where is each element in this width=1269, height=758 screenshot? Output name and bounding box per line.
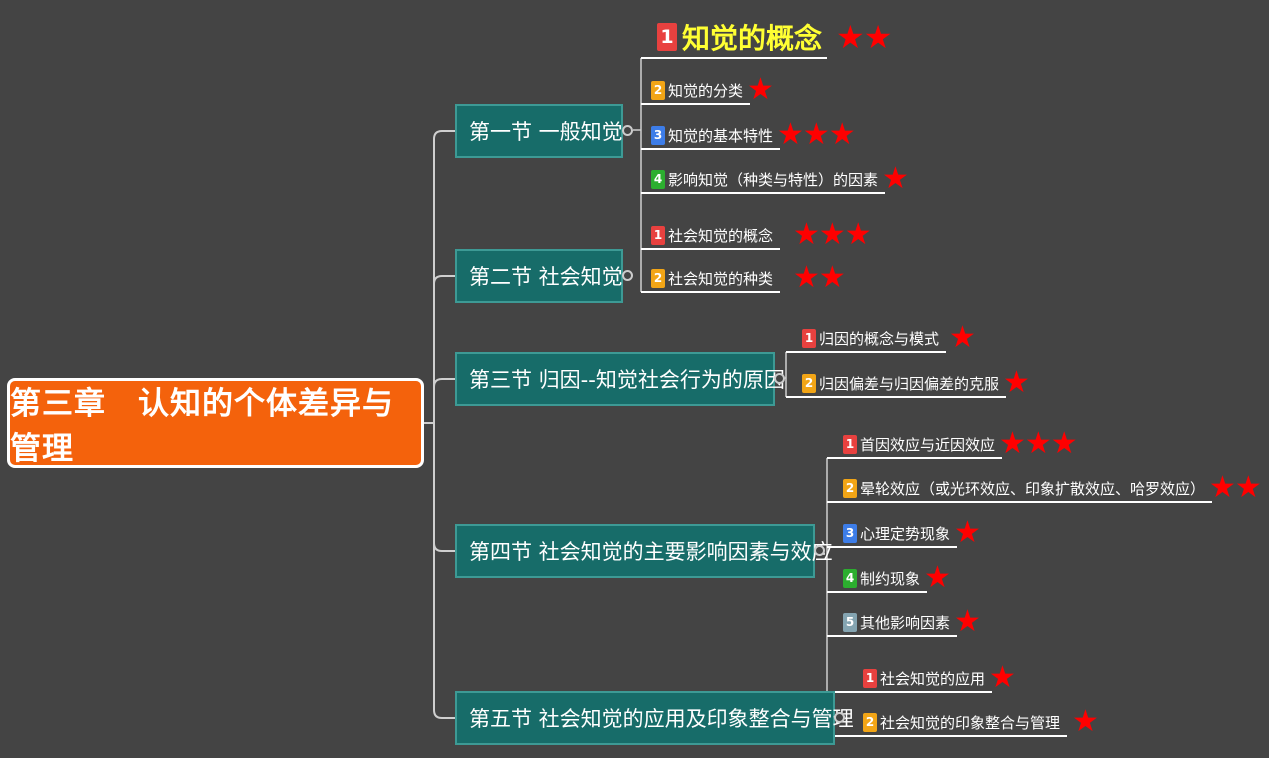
section-title: 第五节 社会知觉的应用及印象整合与管理: [469, 707, 854, 731]
collapse-toggle-icon[interactable]: [622, 125, 633, 136]
subtopic[interactable]: 5 其他影响因素 ★: [843, 604, 981, 639]
subtopic-label: 知觉的概念: [682, 22, 823, 55]
priority-badge: 2: [651, 80, 665, 100]
priority-badge: 2: [843, 478, 857, 498]
collapse-toggle-icon[interactable]: [814, 545, 825, 556]
collapse-toggle-icon[interactable]: [774, 373, 785, 384]
subtopic-label: 社会知觉的概念: [668, 226, 774, 245]
priority-badge: 2: [651, 268, 665, 288]
subtopic-label: 其他影响因素: [860, 613, 951, 632]
star-rating-icon: ★: [1003, 365, 1030, 400]
subtopic[interactable]: 1 社会知觉的应用 ★: [863, 660, 1016, 695]
subtopic-label: 影响知觉（种类与特性）的因素: [668, 170, 879, 189]
star-rating-icon: ★★★: [999, 426, 1078, 461]
subtopic-label: 归因偏差与归因偏差的克服: [819, 374, 1000, 393]
priority-badge: 4: [651, 169, 665, 189]
connector-line: [433, 423, 455, 552]
priority-badge: 1: [651, 225, 665, 245]
subtopic[interactable]: 1 知觉的概念 ★★: [657, 18, 892, 56]
connector-line: [433, 423, 455, 719]
subtopic-label: 晕轮效应（或光环效应、印象扩散效应、哈罗效应）: [860, 479, 1206, 498]
star-rating-icon: ★★: [1209, 470, 1262, 505]
section-title: 第一节 一般知觉: [469, 120, 623, 144]
star-rating-icon: ★: [989, 660, 1016, 695]
connector-line: [433, 378, 455, 423]
section-title: 第四节 社会知觉的主要影响因素与效应: [469, 540, 833, 564]
subtopic-label: 制约现象: [860, 569, 921, 588]
priority-badge: 2: [863, 712, 877, 732]
subtopic-label: 首因效应与近因效应: [860, 435, 996, 454]
subtopic[interactable]: 3 心理定势现象 ★: [843, 515, 981, 550]
priority-badge: 3: [651, 125, 665, 145]
section-4-topic[interactable]: 第四节 社会知觉的主要影响因素与效应: [455, 524, 833, 578]
star-rating-icon: ★: [954, 604, 981, 639]
section-title: 第二节 社会知觉: [469, 265, 623, 289]
section-title: 第三节 归因--知觉社会行为的原因: [469, 368, 785, 392]
connector-line: [433, 275, 455, 423]
priority-badge: 1: [802, 328, 816, 348]
subtopic[interactable]: 2 社会知觉的印象整合与管理 ★: [863, 704, 1099, 739]
star-rating-icon: ★: [954, 515, 981, 550]
priority-badge: 1: [863, 668, 877, 688]
section-1-topic[interactable]: 第一节 一般知觉: [455, 104, 623, 158]
priority-badge: 3: [843, 523, 857, 543]
priority-badge: 2: [802, 373, 816, 393]
connector-line: [433, 130, 455, 423]
priority-badge: 4: [843, 568, 857, 588]
subtopic-label: 知觉的基本特性: [668, 126, 774, 145]
star-rating-icon: ★★: [836, 18, 892, 56]
star-rating-icon: ★: [1072, 704, 1099, 739]
subtopic[interactable]: 2 归因偏差与归因偏差的克服 ★: [802, 365, 1030, 400]
subtopic-label: 社会知觉的印象整合与管理: [880, 713, 1061, 732]
subtopic[interactable]: 4 影响知觉（种类与特性）的因素 ★: [651, 161, 909, 196]
subtopic-label: 知觉的分类: [668, 81, 744, 100]
subtopic-label: 社会知觉的种类: [668, 269, 774, 288]
root-topic[interactable]: 第三章 认知的个体差异与管理: [7, 378, 424, 468]
star-rating-icon: ★★★: [793, 217, 872, 252]
collapse-toggle-icon[interactable]: [834, 712, 845, 723]
priority-badge: 5: [843, 612, 857, 632]
subtopic[interactable]: 1 归因的概念与模式 ★: [802, 320, 976, 355]
star-rating-icon: ★: [924, 560, 951, 595]
section-2-topic[interactable]: 第二节 社会知觉: [455, 249, 623, 303]
subtopic[interactable]: 1 首因效应与近因效应 ★★★: [843, 426, 1078, 461]
subtopic[interactable]: 4 制约现象 ★: [843, 560, 951, 595]
subtopic[interactable]: 3 知觉的基本特性 ★★★: [651, 117, 856, 152]
star-rating-icon: ★: [949, 320, 976, 355]
section-5-topic[interactable]: 第五节 社会知觉的应用及印象整合与管理: [455, 691, 854, 745]
star-rating-icon: ★: [747, 72, 774, 107]
subtopic-label: 心理定势现象: [860, 524, 951, 543]
subtopic-label: 社会知觉的应用: [880, 669, 986, 688]
subtopic[interactable]: 2 知觉的分类 ★: [651, 72, 774, 107]
subtopic[interactable]: 1 社会知觉的概念 ★★★: [651, 217, 872, 252]
star-rating-icon: ★: [882, 161, 909, 196]
subtopic-label: 归因的概念与模式: [819, 329, 940, 348]
subtopic[interactable]: 2 社会知觉的种类 ★★: [651, 260, 846, 295]
star-rating-icon: ★★★: [777, 117, 856, 152]
collapse-toggle-icon[interactable]: [622, 270, 633, 281]
star-rating-icon: ★★: [793, 260, 846, 295]
subtopic[interactable]: 2 晕轮效应（或光环效应、印象扩散效应、哈罗效应） ★★: [843, 470, 1262, 505]
root-title: 第三章 认知的个体差异与管理: [10, 386, 394, 467]
priority-badge: 1: [657, 23, 677, 51]
section-3-topic[interactable]: 第三节 归因--知觉社会行为的原因: [455, 352, 785, 406]
priority-badge: 1: [843, 434, 857, 454]
